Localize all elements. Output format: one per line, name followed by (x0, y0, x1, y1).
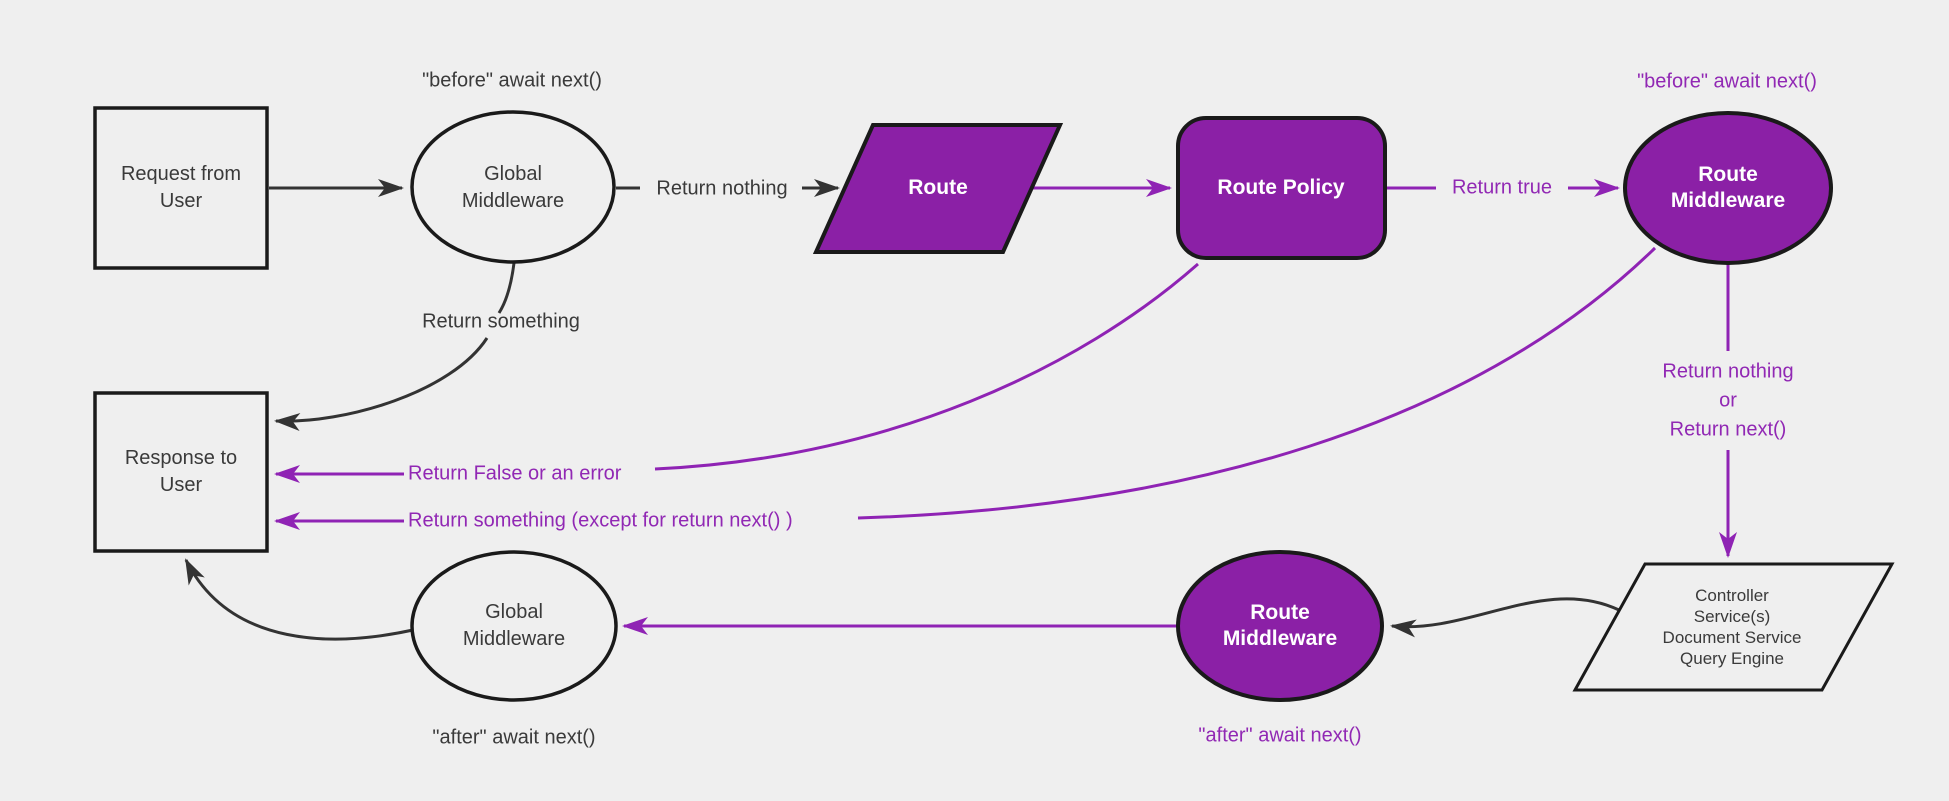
node-global-middleware-top (410, 110, 616, 264)
node-route-middleware-bottom (1176, 550, 1384, 702)
edge-policy-return-false-curve (654, 262, 1199, 471)
node-response-to-user (93, 391, 269, 553)
node-route-middleware-top (1623, 111, 1833, 265)
edge-label-return-nothing: Return nothing (656, 177, 788, 200)
node-route-policy (1176, 116, 1387, 260)
node-request-from-user (93, 106, 269, 270)
node-label-route-policy: Route Policy (1217, 176, 1345, 199)
edge-middleware-return-something-curve (857, 246, 1657, 520)
node-label-route: Route (908, 176, 968, 199)
edge-return-something-upper-segment (497, 262, 516, 314)
edge-return-something-to-response (274, 337, 489, 432)
edge-label-return-something: Return something (422, 310, 580, 333)
edge-label-return-something-except: Return something (except for return next… (408, 509, 793, 532)
edge-label-return-nothing-or-next: Return nothing or Return next() (1662, 358, 1793, 445)
node-label-request-from-user: Request from User (120, 163, 242, 212)
node-controller-stack (1572, 562, 1895, 692)
controller-line-2: Service(s) (1693, 607, 1771, 626)
return-nothing-or-next-line-3: Return next() (1669, 418, 1787, 441)
edge-controller-to-route-middleware-bottom (1390, 597, 1620, 638)
edge-label-before-await-next-route: "before" await next() (1637, 70, 1817, 93)
return-nothing-or-next-line-1: Return nothing (1662, 360, 1794, 383)
return-nothing-or-next-line-2: or (1719, 389, 1737, 412)
edge-label-return-true: Return true (1451, 176, 1553, 199)
node-label-global-middleware-bottom: Global Middleware (462, 601, 566, 650)
node-route (812, 123, 1064, 254)
edge-label-after-await-next-global: "after" await next() (432, 726, 596, 749)
node-label-response-to-user: Response to User (124, 447, 238, 496)
node-label-controller-stack: Controller Service(s) Document Service Q… (1663, 585, 1802, 669)
node-label-global-middleware-top: Global Middleware (461, 163, 565, 212)
edge-label-return-false-or-error: Return False or an error (408, 462, 622, 485)
controller-line-4: Query Engine (1680, 649, 1784, 668)
node-label-route-middleware-bottom: Route Middleware (1222, 601, 1338, 650)
edge-label-before-await-next-global: "before" await next() (422, 69, 602, 92)
node-label-route-middleware-top: Route Middleware (1670, 163, 1786, 212)
edge-label-after-await-next-route: "after" await next() (1198, 724, 1362, 747)
controller-line-1: Controller (1695, 586, 1769, 605)
edge-global-bottom-to-response (184, 558, 414, 641)
controller-line-3: Document Service (1662, 628, 1802, 647)
node-global-middleware-bottom (410, 550, 618, 702)
